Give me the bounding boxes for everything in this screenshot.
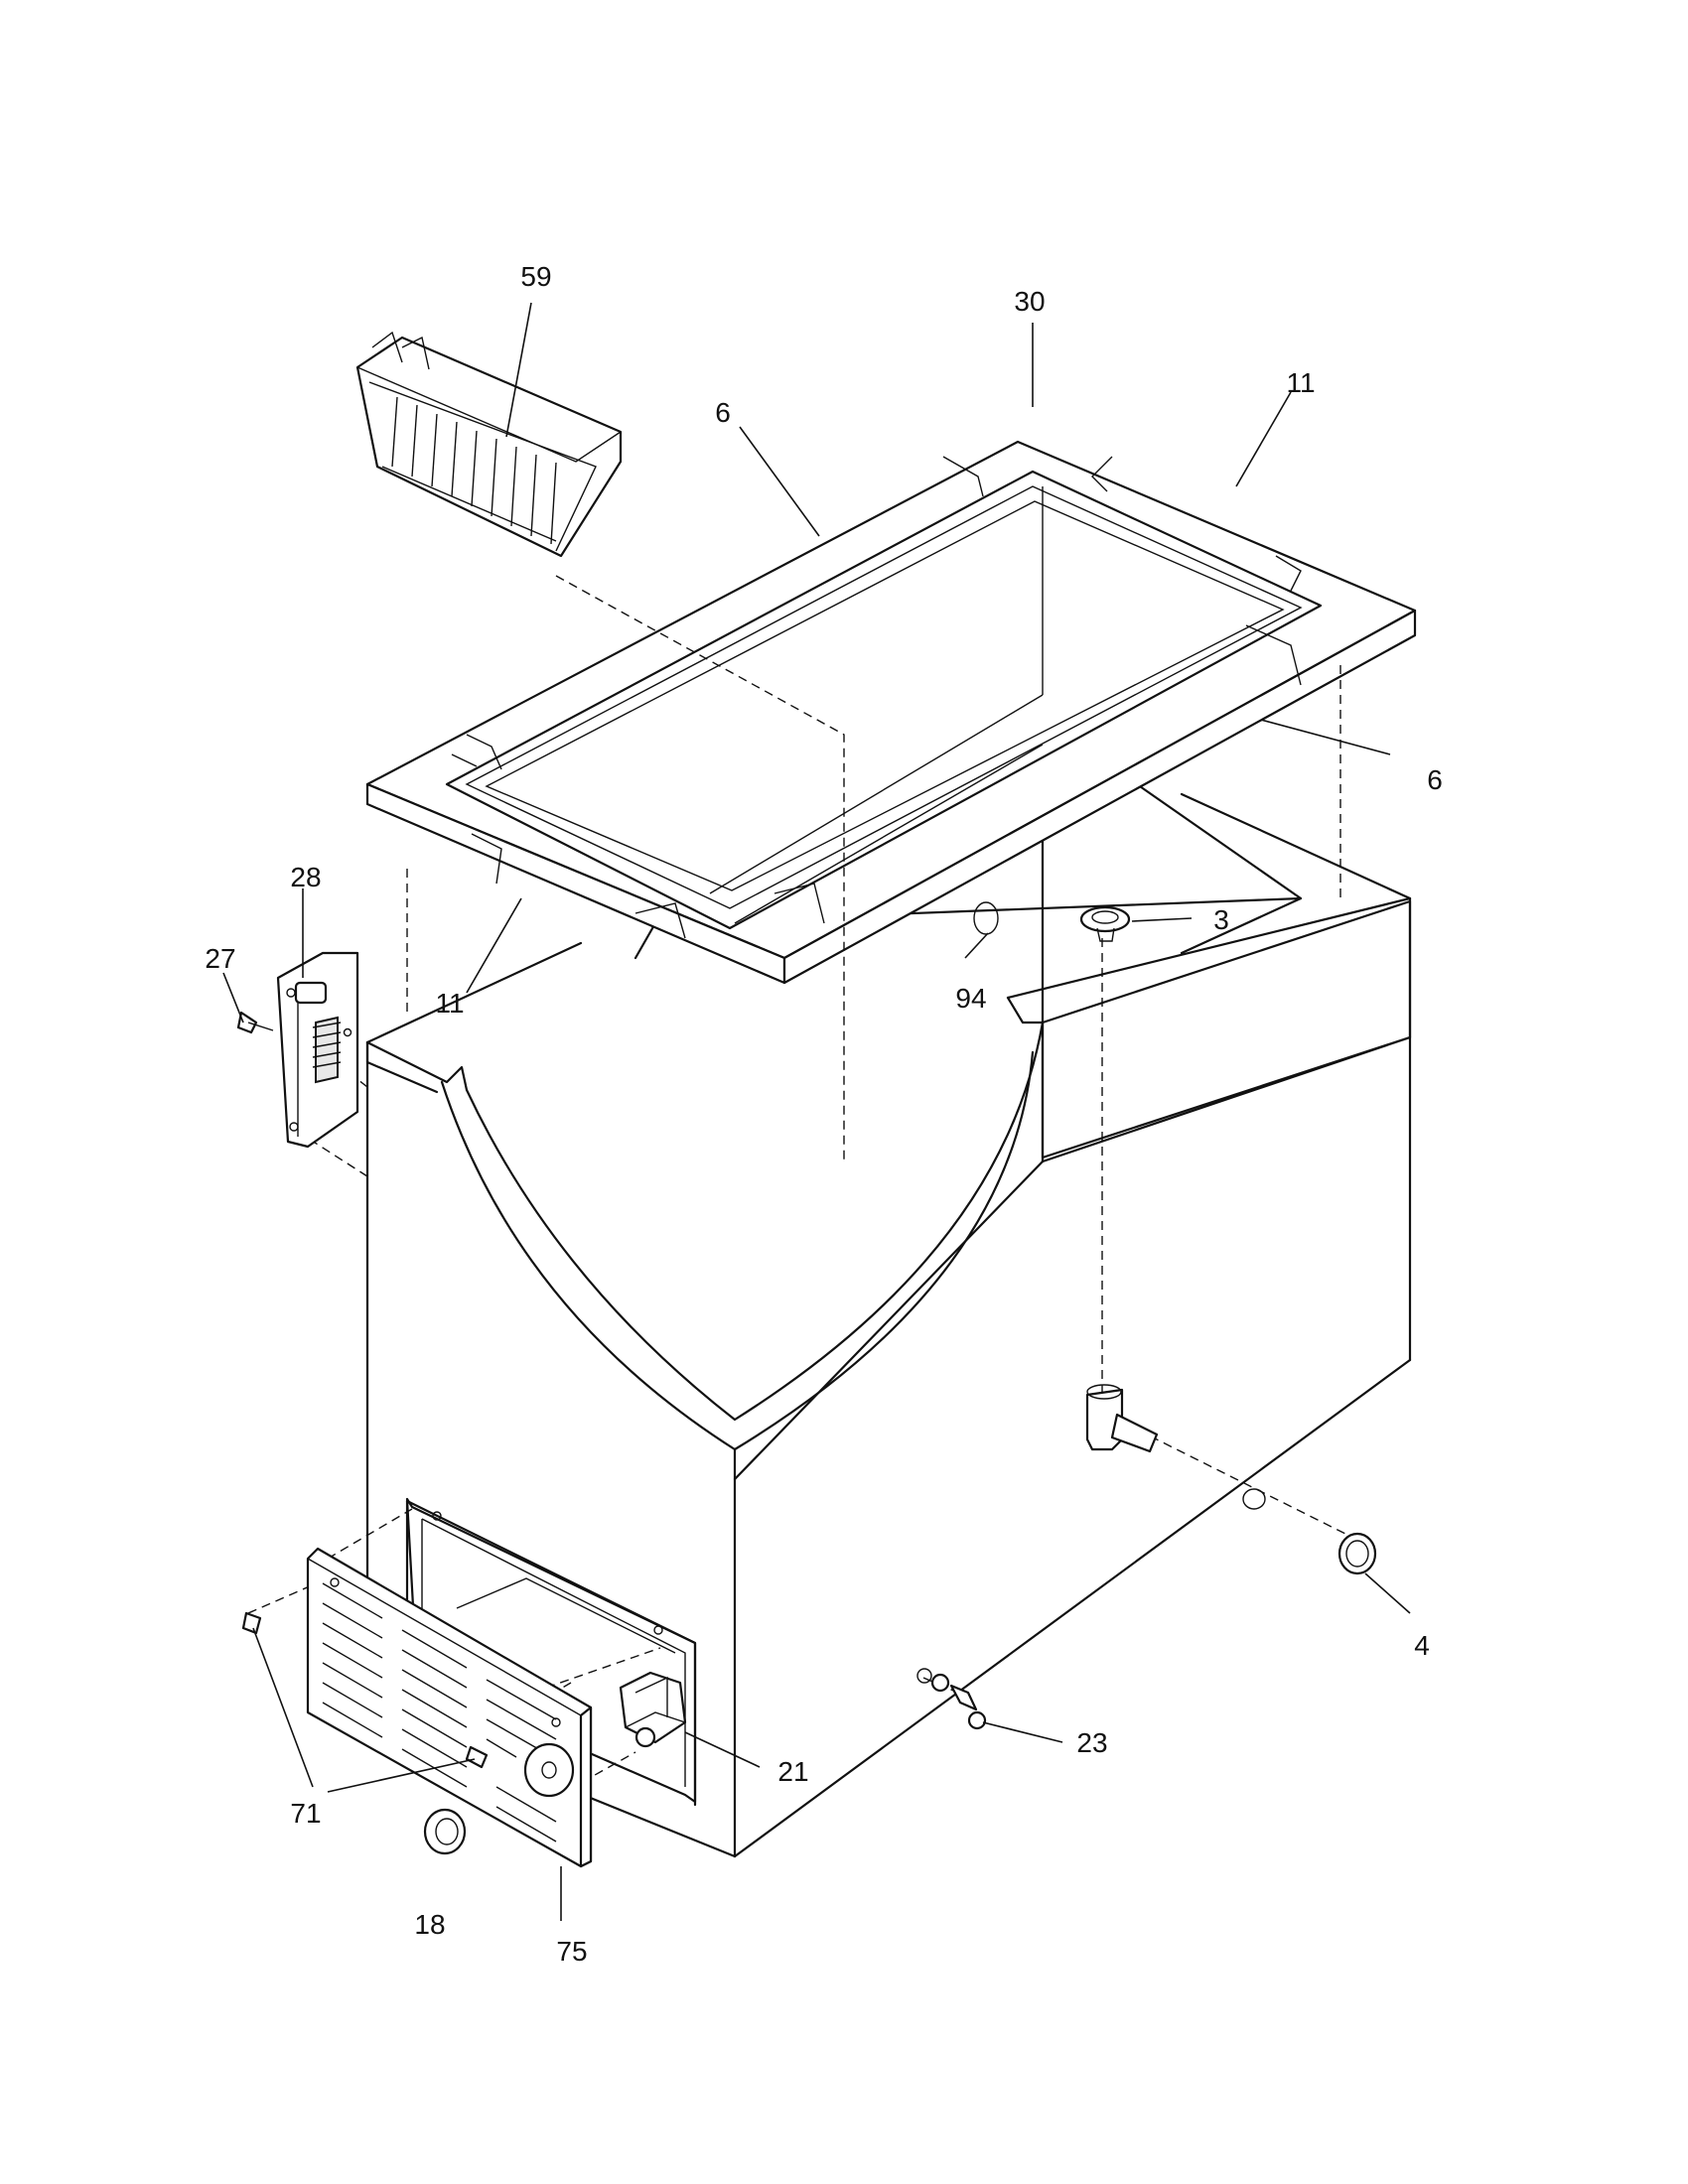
callout-6-right: 6	[1427, 764, 1443, 795]
callout-94: 94	[955, 983, 986, 1014]
callout-6-top: 6	[715, 397, 731, 428]
breaker-strip-frame	[365, 440, 1417, 985]
callout-18: 18	[414, 1909, 445, 1940]
callout-30: 30	[1014, 286, 1045, 317]
callout-11-right: 11	[1286, 367, 1315, 398]
signal-light	[916, 1668, 987, 1730]
callout-11-left: 11	[435, 988, 464, 1019]
control-knob	[423, 1808, 467, 1855]
callout-71: 71	[290, 1798, 321, 1829]
callout-21: 21	[777, 1756, 808, 1787]
leader-lines	[222, 302, 1411, 1921]
basket	[355, 331, 623, 558]
callout-23: 23	[1076, 1727, 1107, 1758]
callout-4: 4	[1414, 1630, 1430, 1661]
callout-59: 59	[520, 261, 551, 292]
lid-hinge	[276, 951, 359, 1149]
freezer-cabinet	[365, 752, 1412, 1858]
callout-3: 3	[1213, 904, 1229, 935]
callout-75: 75	[556, 1936, 587, 1967]
temperature-control	[619, 1671, 687, 1748]
callout-27: 27	[205, 943, 235, 974]
drain-parts	[973, 901, 1377, 1575]
callout-labels: 59 30 6 11 6 28 27 11 94 3 4 23 21 71 18…	[205, 261, 1442, 1967]
grille-screws	[241, 1611, 489, 1769]
base-grille	[306, 1547, 593, 1868]
callout-28: 28	[290, 862, 321, 892]
hinge-screw	[236, 1011, 274, 1034]
